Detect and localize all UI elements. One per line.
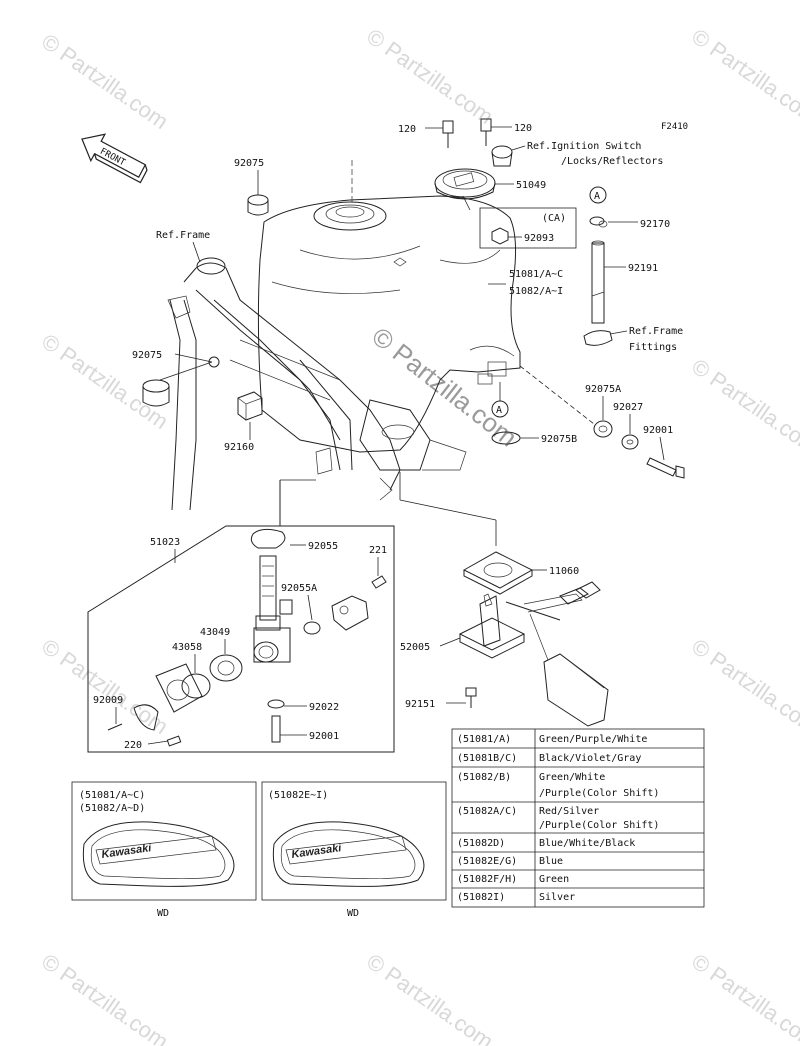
part-label-92151: 92151: [405, 699, 435, 710]
table-cell-code: (51082D): [457, 838, 505, 849]
color-table: (51081/A) Green/Purple/White (51081B/C) …: [451, 728, 705, 908]
table-cell-code: (51082F/H): [457, 874, 517, 885]
screw: [465, 687, 477, 708]
watermark: © Partzilla.com: [687, 24, 800, 130]
watermark: © Partzilla.com: [362, 949, 498, 1046]
part-label-92055a: 92055A: [281, 583, 317, 594]
watermark: © Partzilla.com: [37, 29, 173, 135]
table-cell-code: (51081/A): [457, 734, 511, 745]
part-label-92022: 92022: [309, 702, 339, 713]
part-label-92075: 92075: [132, 350, 162, 361]
decal-box-right: (51082E~I) Kawasaki: [261, 781, 447, 901]
decal-variant-label: (51082/A~D): [79, 803, 145, 814]
ca-variant-box: [479, 207, 577, 249]
table-cell-color: Green/White: [539, 772, 605, 783]
part-label-92075b: 92075B: [541, 434, 577, 445]
rubber-block: [237, 391, 263, 421]
fuel-cock: [107, 528, 387, 747]
table-cell-color: Blue: [539, 856, 563, 867]
part-label-43058: 43058: [172, 642, 202, 653]
part-label-51023: 51023: [150, 537, 180, 548]
watermark: © Partzilla.com: [37, 329, 173, 435]
fuel-level-sensor: [458, 581, 609, 727]
breather-hose: [591, 240, 605, 324]
watermark: © Partzilla.com: [687, 949, 800, 1046]
decal-box-left: (51081/A~C) (51082/A~D) Kawasaki: [71, 781, 257, 901]
fuel-pump-gasket: [462, 551, 534, 595]
part-label-92009: 92009: [93, 695, 123, 706]
watermark: © Partzilla.com: [37, 634, 173, 740]
part-label-92075: 92075: [234, 158, 264, 169]
ref-frame-label: Ref.Frame: [156, 230, 210, 241]
decal-caption: WD: [157, 908, 169, 919]
table-cell-code: (51082A/C): [457, 806, 517, 817]
ref-locks-reflectors-label: /Locks/Reflectors: [561, 156, 663, 167]
part-label-52005: 52005: [400, 642, 430, 653]
reference-a-marker: [589, 186, 607, 204]
figure-code: F2410: [661, 122, 688, 132]
watermark: © Partzilla.com: [687, 354, 800, 460]
part-label-92055: 92055: [308, 541, 338, 552]
decal-variant-label: (51081/A~C): [79, 790, 145, 801]
part-label-220: 220: [124, 740, 142, 751]
decal-variant-label: (51082E~I): [268, 790, 328, 801]
part-label-92160: 92160: [224, 442, 254, 453]
front-arrow-icon: FRONT: [81, 133, 148, 184]
part-label-92191: 92191: [628, 263, 658, 274]
frame: [167, 257, 467, 511]
table-cell-color: Black/Violet/Gray: [539, 753, 641, 764]
table-cell-code: (51082E/G): [457, 856, 517, 867]
table-cell-color: Silver: [539, 892, 575, 903]
part-label-43049: 43049: [200, 627, 230, 638]
mount-bolt-stack: [593, 420, 685, 479]
ca-label: (CA): [542, 213, 566, 224]
part-label-51082: 51082/A~I: [509, 286, 563, 297]
table-cell-color: Blue/White/Black: [539, 838, 635, 849]
table-cell-color: Green/Purple/White: [539, 734, 647, 745]
part-label-11060: 11060: [549, 566, 579, 577]
damper-rubber: [142, 379, 170, 407]
table-cell-color: /Purple(Color Shift): [539, 820, 659, 831]
nut-icon: [491, 227, 509, 245]
part-label-92093: 92093: [524, 233, 554, 244]
damper-rubber: [247, 194, 269, 216]
watermark: © Partzilla.com: [362, 24, 498, 130]
watermark: © Partzilla.com: [37, 949, 173, 1046]
part-label-92001: 92001: [309, 731, 339, 742]
part-label-92075a: 92075A: [585, 384, 621, 395]
reference-a-label: A: [594, 191, 600, 202]
hose-clip: [589, 216, 608, 228]
ref-ignition-switch-label: Ref.Ignition Switch: [527, 141, 641, 152]
ref-frame-label: Ref.Frame: [629, 326, 683, 337]
hose-holder: [583, 330, 613, 346]
ref-frame-fittings-label: Fittings: [629, 342, 677, 353]
part-label-51081: 51081/A~C: [509, 269, 563, 280]
part-label-92027: 92027: [613, 402, 643, 413]
reference-a-label: A: [496, 405, 502, 416]
fuel-cap-assembly: [434, 118, 513, 200]
decal-caption: WD: [347, 908, 359, 919]
table-cell-code: (51082/B): [457, 772, 511, 783]
table-cell-color: Red/Silver: [539, 806, 599, 817]
table-cell-code: (51081B/C): [457, 753, 517, 764]
part-label-51049: 51049: [516, 180, 546, 191]
part-label-120: 120: [398, 124, 416, 135]
fuel-cock-group-outline: [87, 480, 395, 753]
watermark: © Partzilla.com: [687, 634, 800, 740]
table-cell-color: Green: [539, 874, 569, 885]
part-label-120: 120: [514, 123, 532, 134]
part-label-221: 221: [369, 545, 387, 556]
fuel-tank: [257, 160, 521, 453]
table-cell-color: /Purple(Color Shift): [539, 788, 659, 799]
part-label-92001: 92001: [643, 425, 673, 436]
table-cell-code: (51082I): [457, 892, 505, 903]
part-label-92170: 92170: [640, 219, 670, 230]
